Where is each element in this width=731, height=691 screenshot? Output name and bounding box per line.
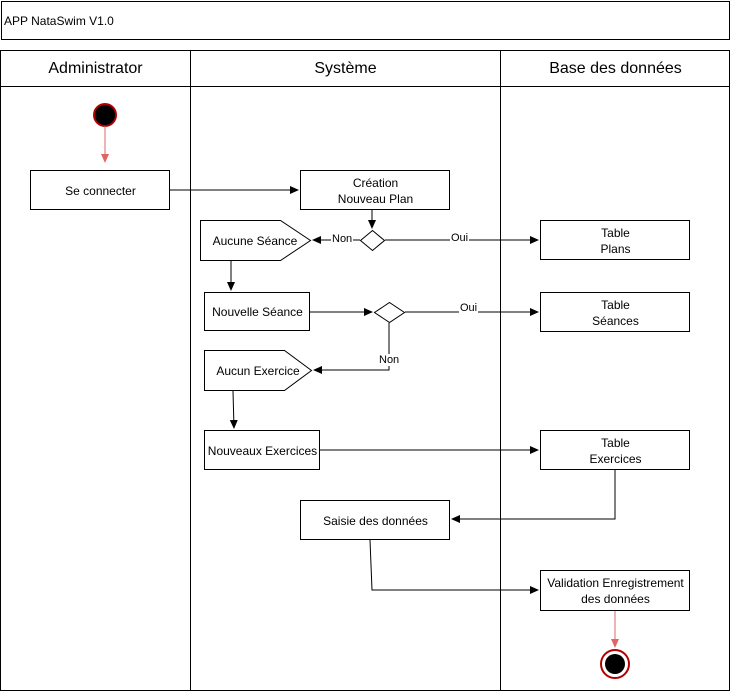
creation-plan-box xyxy=(300,170,450,210)
table-seances-box xyxy=(540,292,690,332)
table-plans-box xyxy=(540,220,690,260)
edge-label-non-2: Non xyxy=(378,354,401,366)
edge-saisie-to-validation xyxy=(369,539,539,594)
lane-base-donnees: Base des données xyxy=(549,60,682,77)
decision-diamond-plan xyxy=(359,229,386,252)
lane-administrator: Administrator xyxy=(48,60,143,77)
nouvelle-seance-box xyxy=(204,292,310,331)
se-connecter-box xyxy=(30,170,170,210)
edge-aucun-to-nouveaux xyxy=(229,390,238,429)
end-node xyxy=(600,649,630,679)
decision-diamond-seance xyxy=(373,301,406,324)
app-title: APP NataSwim V1.0 xyxy=(4,14,114,28)
aucun-exercice-label: Aucun Exercice xyxy=(216,363,300,378)
start-node xyxy=(93,103,117,127)
edge-label-non-1: Non xyxy=(331,233,354,245)
nouveaux-exercices-box xyxy=(204,430,320,470)
nouveaux-exercices-label: Nouveaux Exercices xyxy=(207,443,318,458)
nouvelle-seance-label: Nouvelle Séance xyxy=(212,305,303,319)
aucune-seance-label: Aucune Séance xyxy=(212,233,298,248)
aucune-seance-shape xyxy=(200,220,312,261)
edge-label-oui-1: Oui xyxy=(450,232,470,244)
edge-decision-non-exercice xyxy=(313,323,390,374)
saisie-box xyxy=(300,500,450,540)
se-connecter-label: Se connecter xyxy=(65,183,136,198)
edge-table-to-saisie xyxy=(451,470,616,523)
table-exercices-box xyxy=(540,430,690,470)
aucun-exercice-shape xyxy=(204,350,313,391)
lane-systeme: Système xyxy=(314,60,377,77)
edge-label-oui-2: Oui xyxy=(459,302,479,314)
app-title-bar: APP NataSwim V1.0 xyxy=(1,1,730,40)
saisie-label: Saisie des données xyxy=(323,513,428,528)
validation-box xyxy=(540,570,690,611)
